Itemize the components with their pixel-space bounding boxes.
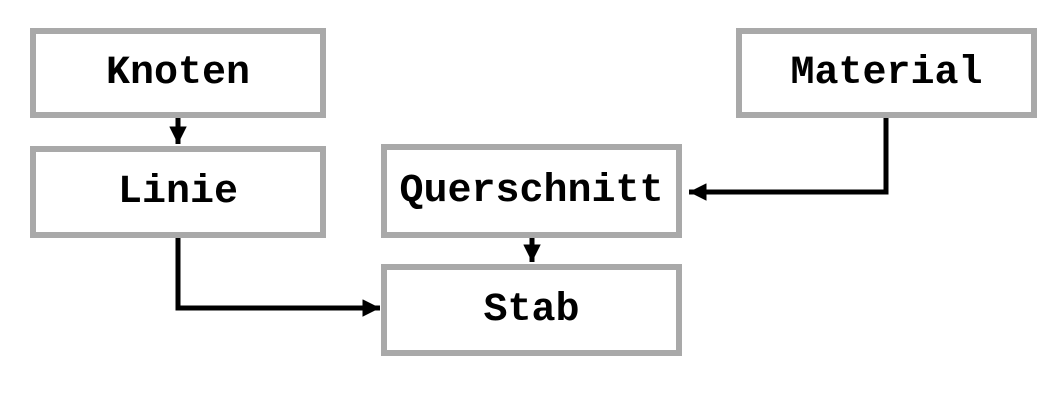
node-stab-label: Stab (483, 287, 580, 333)
node-knoten: Knoten (30, 28, 326, 118)
arrow-linie-to-stab (175, 238, 380, 317)
node-linie: Linie (30, 146, 326, 238)
node-linie-label: Linie (117, 169, 239, 215)
node-stab: Stab (381, 264, 682, 356)
node-material-label: Material (790, 50, 983, 96)
node-querschnitt-label: Querschnitt (399, 168, 664, 214)
node-knoten-label: Knoten (105, 50, 251, 96)
node-material: Material (736, 28, 1037, 118)
node-querschnitt: Querschnitt (381, 144, 682, 238)
arrow-material-to-querschnitt (689, 118, 889, 201)
